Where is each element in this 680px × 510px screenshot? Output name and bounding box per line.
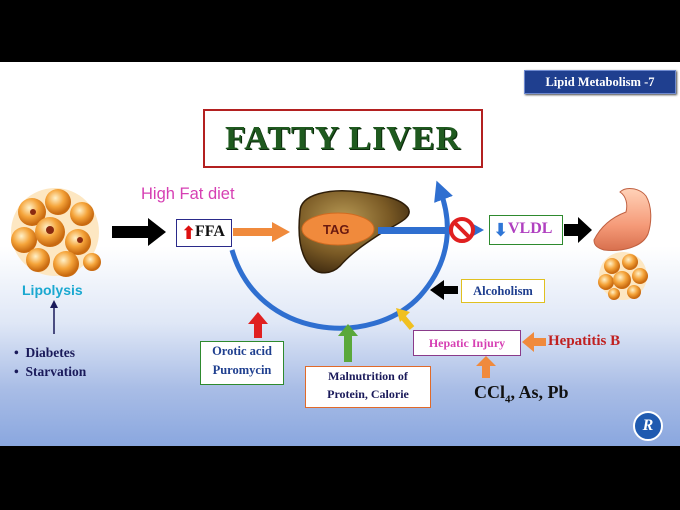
tag-label: TAG <box>323 222 350 237</box>
malnutrition-line-1: Malnutrition of <box>328 369 408 383</box>
prohibition-icon <box>449 217 475 243</box>
hepatitis-b-label: Hepatitis B <box>548 333 621 349</box>
ccl-rest: , As, Pb <box>510 382 569 402</box>
down-arrow-icon: ⬇ <box>493 220 509 241</box>
arrow-ccl4-up <box>476 356 496 378</box>
slide: Lipid Metabolism -7 FATTY LIVER <box>0 62 680 446</box>
lipolysis-label: Lipolysis <box>22 282 83 298</box>
title-box: FATTY LIVER <box>203 109 483 168</box>
orotic-line-2: Puromycin <box>212 363 272 377</box>
orotic-acid-box: Orotic acid Puromycin <box>200 341 284 385</box>
fat-cells-image <box>11 188 101 277</box>
arrow-causes-to-lipolysis <box>50 300 58 334</box>
malnutrition-line-2: Protein, Calorie <box>327 387 409 401</box>
arrow-ffa-to-tag <box>233 222 290 242</box>
page-title: FATTY LIVER <box>224 120 462 157</box>
ccl-sub: 4 <box>505 393 511 406</box>
ffa-box: ⬆ FFA <box>176 219 232 247</box>
causes-list: • Diabetes • Starvation <box>14 343 86 381</box>
ccl4-label: CCl4, As, Pb <box>474 382 569 406</box>
hepatic-injury-box: Hepatic Injury <box>413 330 521 356</box>
arrow-orotic-up <box>248 312 268 338</box>
malnutrition-box: Malnutrition of Protein, Calorie <box>305 366 431 408</box>
orotic-line-1: Orotic acid <box>212 344 272 358</box>
fat-cells-small-image <box>598 252 648 300</box>
logo-icon <box>633 411 663 441</box>
arrow-vldl-to-arm <box>564 217 592 243</box>
cause-item: • Starvation <box>14 364 87 379</box>
flexed-arm-image <box>593 188 652 251</box>
vldl-label: VLDL <box>508 220 553 237</box>
up-arrow-icon: ⬆ <box>181 223 197 244</box>
arrow-hepatic-injury <box>396 308 415 330</box>
arrow-fat-to-ffa <box>112 218 166 246</box>
arrow-hepatitis-b <box>522 332 546 352</box>
arrow-malnutrition-up <box>338 324 358 362</box>
cause-item: • Diabetes <box>14 345 75 360</box>
high-fat-diet-label: High Fat diet <box>141 185 235 203</box>
ffa-label: FFA <box>195 223 225 240</box>
tag-ellipse <box>301 212 375 246</box>
ccl-main: CCl <box>474 382 505 402</box>
diagram-graphics <box>11 180 663 441</box>
arrow-alcoholism <box>430 280 458 300</box>
lecture-badge: Lipid Metabolism -7 <box>524 70 676 94</box>
vldl-box: ⬇ VLDL <box>489 215 563 245</box>
alcoholism-box: Alcoholism <box>461 279 545 303</box>
logo-letter: R <box>642 417 654 434</box>
